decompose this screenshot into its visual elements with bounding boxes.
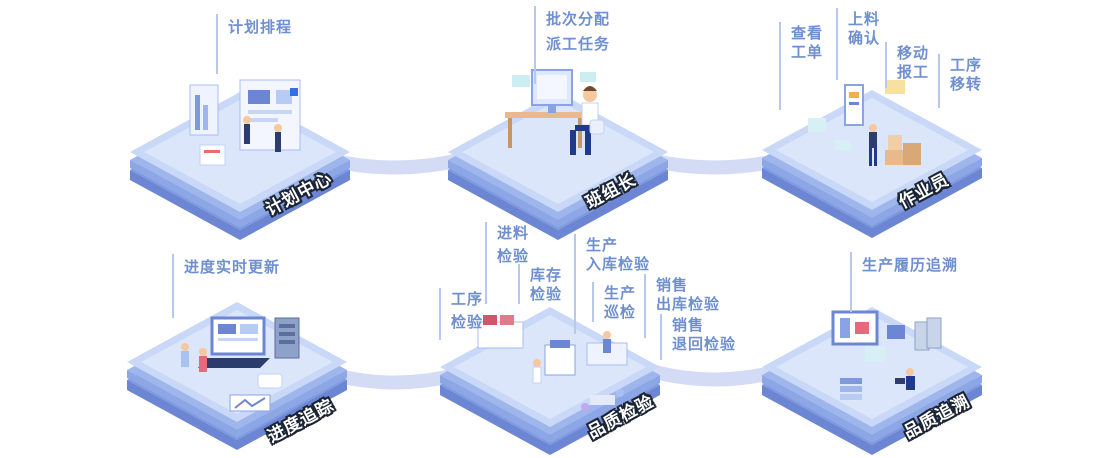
callout-qc-sales-return: 销售 退回检验: [660, 314, 737, 360]
callout-text: 进度实时更新: [184, 258, 281, 276]
connector-top-2: [643, 153, 787, 175]
plan-illustration: [189, 79, 301, 166]
callout-op-mobile: 移动 报工: [885, 42, 930, 88]
operator-illustration: [808, 80, 921, 166]
callout-qc-patrol: 生产 巡检: [592, 282, 637, 322]
tile-quality-inspection: [440, 307, 660, 455]
trace-illustration: [831, 310, 942, 400]
callout-text: 检验: [497, 247, 530, 265]
callout-op-material: 上料 确认: [836, 8, 881, 80]
callout-qc-production-in: 生产 入库检验: [574, 234, 651, 334]
callout-text: 计划排程: [228, 18, 293, 36]
callout-text: 检验: [530, 285, 563, 303]
callout-text: 销售: [672, 316, 705, 334]
callout-text: 移转: [950, 75, 983, 93]
callout-trace: 生产履历追溯: [850, 252, 959, 312]
leader-illustration: [505, 69, 605, 155]
tile-plan-center: [130, 79, 350, 240]
callout-text: 查看: [791, 24, 824, 42]
tile-quality-trace: [762, 307, 982, 455]
callout-leader-batch: 批次分配 派工任务: [534, 6, 611, 84]
callout-qc-incoming: 进料 检验: [485, 222, 530, 304]
callout-text: 巡检: [604, 303, 637, 321]
callout-progress: 进度实时更新: [172, 254, 281, 318]
callout-text: 移动: [897, 44, 930, 62]
callout-qc-sales-out: 销售 出库检验: [644, 274, 721, 338]
callout-text: 销售: [656, 276, 689, 294]
callout-qc-stock: 库存 检验: [518, 264, 563, 304]
callout-text: 库存: [530, 266, 563, 284]
callout-op-transfer: 工序 移转: [938, 54, 983, 108]
callout-text: 工序: [950, 56, 983, 74]
callout-text: 入库检验: [586, 255, 651, 273]
tile-team-leader: [448, 69, 668, 240]
callout-text: 出库检验: [656, 295, 721, 313]
callout-qc-process: 工序 检验: [439, 288, 484, 340]
callout-text: 生产: [586, 236, 619, 254]
callout-text: 派工任务: [546, 35, 611, 53]
callout-text: 生产履历追溯: [862, 256, 959, 274]
callout-text: 报工: [897, 63, 930, 81]
connector-bot-1: [328, 368, 462, 390]
callout-text: 工单: [791, 43, 824, 61]
callout-text: 工序: [451, 290, 484, 308]
callout-text: 批次分配: [546, 10, 611, 28]
callout-text: 确认: [848, 29, 881, 47]
callout-text: 检验: [451, 313, 484, 331]
callout-op-view-order: 查看 工单: [779, 22, 824, 110]
callout-text: 生产: [604, 284, 637, 302]
progress-illustration: [181, 316, 300, 412]
inspection-illustration: [477, 315, 628, 411]
tile-progress-tracking: [127, 302, 347, 450]
callout-text: 退回检验: [672, 335, 737, 353]
tile-operator: [762, 80, 982, 238]
callout-plan: 计划排程: [216, 14, 293, 74]
connector-bot-2: [648, 365, 782, 387]
callout-text: 上料: [848, 10, 881, 28]
callout-text: 进料: [497, 224, 530, 242]
